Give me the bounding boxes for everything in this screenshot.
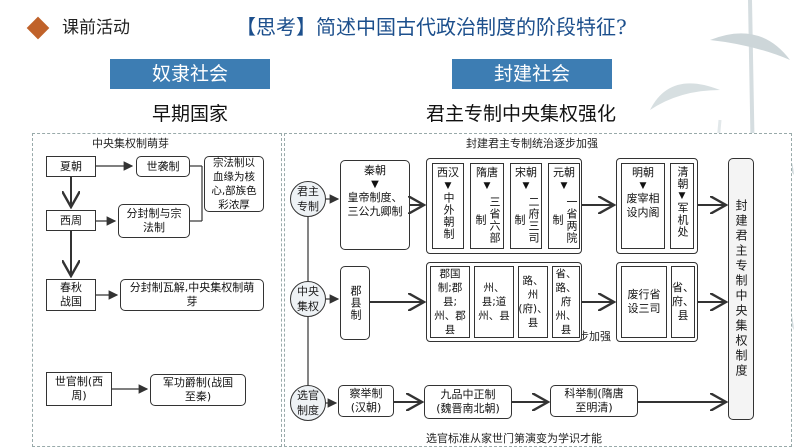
song-title: 宋朝: [515, 166, 537, 179]
yuan-arrow-icon: ▼: [560, 181, 568, 191]
box-hereditary: 世袭制: [136, 156, 190, 177]
qing-body: 军机处: [676, 202, 689, 238]
suitang-arrow-icon: ▼: [483, 181, 491, 191]
ming-arrow-icon: ▼: [639, 181, 647, 191]
song-body: 二府三司制: [513, 196, 540, 244]
box-ming: 明朝 ▼ 废宰相设内阁: [621, 163, 665, 249]
suitang-body: 三省六部制: [474, 196, 501, 244]
box-zhou: 州、县;道州、县: [474, 266, 514, 338]
box-junguo: 郡国制;郡县;州、郡县: [430, 266, 470, 338]
box-xizhou: 西周: [46, 210, 96, 231]
box-xingsheng: 废行省设三司: [621, 266, 667, 338]
subtitle-monarchy: 君主专制中央集权强化: [426, 103, 617, 125]
box-shengfu: 省、府、县: [671, 266, 695, 338]
qin-body: 皇帝制度、三公九卿制: [347, 191, 403, 218]
subtitle-early-state: 早期国家: [152, 103, 229, 125]
section-label: 课前活动: [62, 18, 130, 38]
box-jiupin: 九品中正制(魏晋南北朝): [424, 385, 512, 419]
box-keju: 科举制(隋唐至明清): [550, 385, 638, 417]
box-jungong: 军功爵制(战国至秦): [150, 374, 246, 406]
ming-title: 明朝: [632, 166, 654, 179]
box-xia: 夏朝: [46, 156, 96, 177]
box-zongfa-note: 宗法制以血缘为核心,部族色彩浓厚: [204, 156, 264, 212]
box-suitang: 隋唐 ▼ 三省六部制: [470, 163, 504, 249]
box-breakdown: 分封制瓦解,中央集权制萌芽: [120, 279, 264, 311]
era-banner-slavery: 奴隶社会: [110, 59, 270, 89]
box-shiguan: 世官制(西周): [46, 372, 112, 406]
qin-arrow-icon: ▼: [371, 179, 379, 190]
top-caption: 封建君主专制统治逐步加强: [466, 137, 598, 150]
row-central: 中央集权: [290, 281, 326, 317]
box-song: 宋朝 ▼ 二府三司制: [510, 163, 542, 249]
conclusion-text: 封建君主专制中央集权制度: [734, 199, 748, 379]
row-monarch: 君主专制: [290, 181, 326, 217]
box-sheng: 省、路、府州、县: [552, 266, 580, 338]
qing-arrow-icon: ▼: [678, 191, 686, 201]
box-junxian: 郡县制: [340, 266, 370, 340]
box-qing: 清朝 ▼ 军机处: [670, 163, 694, 249]
box-fenfeng: 分封制与宗法制: [118, 204, 190, 238]
row-official: 选官制度: [290, 385, 326, 421]
box-conclusion: 封建君主专制中央集权制度: [728, 158, 754, 420]
qing-title: 清朝: [676, 166, 689, 190]
box-qin: 秦朝 ▼ 皇帝制度、三公九卿制: [340, 160, 410, 250]
yuan-body: 一省两院制: [551, 196, 578, 244]
box-chunqiu: 春秋战国: [46, 279, 96, 311]
han-arrow-icon: ▼: [444, 181, 452, 191]
bottom-caption: 选官标准从家世门第演变为学识才能: [426, 432, 602, 445]
page-title: 【思考】简述中国古代政治制度的阶段特征?: [236, 15, 627, 39]
box-lu: 路、州(府)、县: [518, 266, 548, 338]
song-arrow-icon: ▼: [522, 181, 530, 191]
han-title: 西汉: [437, 166, 459, 179]
box-yuan: 元朝 ▼ 一省两院制: [548, 163, 580, 249]
han-body: 中外朝制: [442, 192, 455, 240]
junxian-text: 郡县制: [349, 285, 362, 321]
box-han: 西汉 ▼ 中外朝制: [432, 163, 464, 249]
qin-title: 秦朝: [364, 164, 386, 177]
era-banner-feudal: 封建社会: [452, 59, 612, 89]
left-caption: 中央集权制萌芽: [92, 137, 169, 150]
box-chaju: 察举制(汉朝): [338, 385, 394, 417]
suitang-title: 隋唐: [476, 166, 498, 179]
yuan-title: 元朝: [553, 166, 575, 179]
ming-body: 废宰相设内阁: [626, 192, 660, 219]
